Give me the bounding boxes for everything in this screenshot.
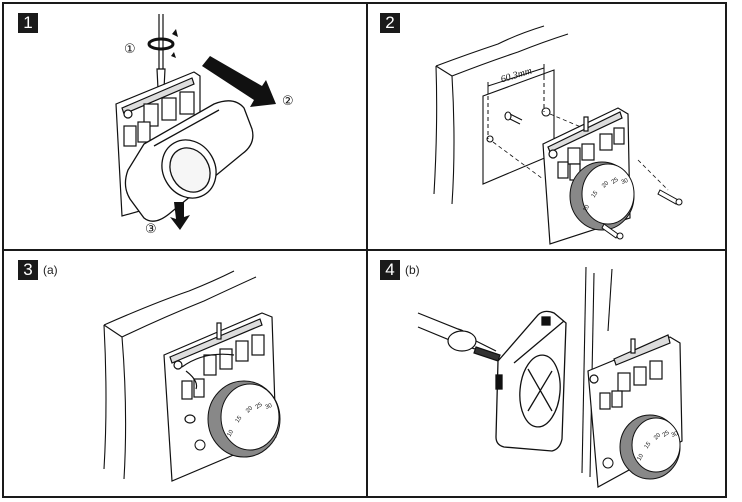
dial-label-25: 25 [255, 402, 264, 411]
panel-step-4: 4 (b) [368, 251, 727, 498]
thermostat-cover [495, 310, 567, 452]
mounting-screw [602, 457, 614, 469]
step-badge: 4 [380, 260, 400, 280]
dial-label-10: 10 [227, 429, 236, 438]
dial-label-25: 25 [611, 177, 620, 186]
slide-arrow-icon [202, 56, 276, 107]
wall-box [482, 69, 555, 185]
temperature-dial: 10 15 20 25 30 [619, 414, 681, 480]
mounting-screw [194, 439, 206, 451]
thermostat-cover [124, 100, 254, 222]
step-2-illustration: 60.3mm 10 15 20 25 30 [433, 25, 683, 245]
step-1-illustration: ① ② ③ [115, 14, 294, 237]
step-3-illustration: 10 15 20 25 30 [103, 270, 281, 482]
step-sublabel: (a) [43, 263, 58, 277]
temperature-dial: 10 15 20 25 30 [207, 380, 281, 458]
callout-1: ① [124, 42, 136, 57]
step-badge: 3 [18, 260, 38, 280]
dial-label-15: 15 [644, 441, 653, 450]
pliers-icon [417, 312, 501, 362]
dial-label-30: 30 [671, 431, 680, 439]
temperature-dial: 10 15 20 25 30 [569, 161, 635, 231]
step-badge: 2 [380, 13, 400, 33]
dial-label-25: 25 [662, 430, 671, 439]
screw-icon [601, 189, 683, 240]
callout-2: ② [282, 94, 294, 109]
dial-label-20: 20 [601, 180, 610, 189]
pull-down-arrow-icon [170, 202, 190, 230]
dial-label-30: 30 [265, 403, 274, 411]
dial-label-20: 20 [653, 432, 662, 441]
dial-label-10: 10 [583, 204, 592, 213]
dial-label-10: 10 [637, 453, 646, 462]
dial-label-15: 15 [591, 190, 600, 199]
step-4-illustration: 10 15 20 25 30 [417, 266, 683, 488]
panel-step-1: 1 ① ② [4, 4, 366, 249]
rotate-arrow-icon [147, 29, 178, 58]
step-badge: 1 [18, 13, 38, 33]
wall [433, 25, 569, 205]
screwdriver-icon [156, 14, 166, 96]
dial-label-30: 30 [621, 178, 630, 186]
callout-3: ③ [145, 222, 157, 237]
panel-divider-horizontal [2, 249, 727, 251]
step-sublabel: (b) [405, 263, 420, 277]
dial-label-20: 20 [245, 405, 254, 414]
guide-lines [492, 113, 669, 191]
dial-label-15: 15 [235, 415, 244, 424]
dimension-line [487, 64, 545, 139]
panel-step-3: 3 (a) 10 15 20 [4, 251, 366, 498]
panel-step-2: 2 60.3mm [368, 4, 727, 249]
wall [103, 270, 257, 480]
